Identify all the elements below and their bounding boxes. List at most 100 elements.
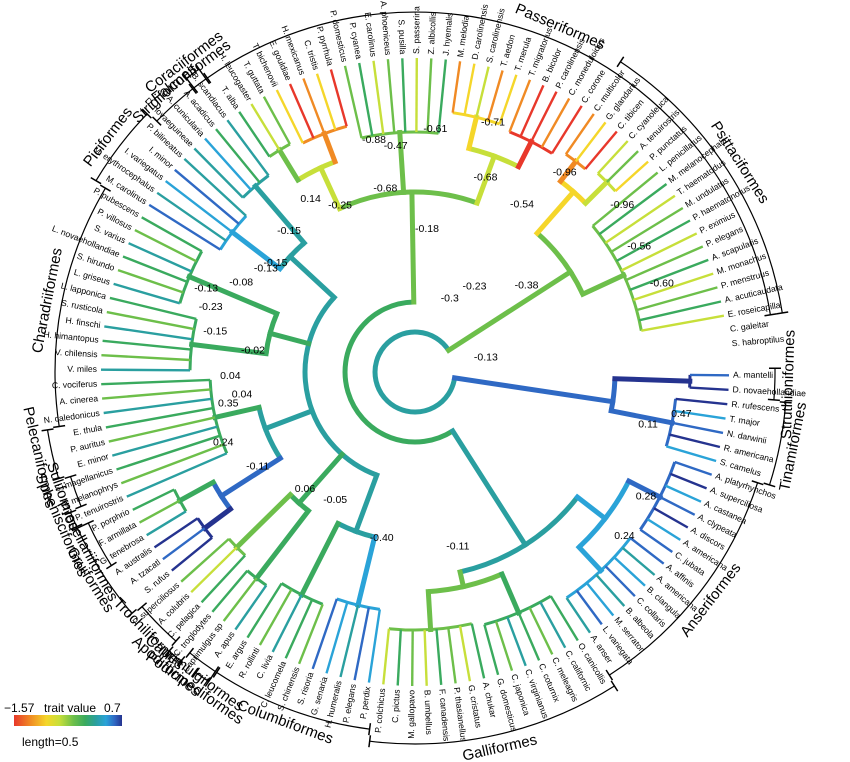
branch (428, 571, 503, 595)
branch (639, 461, 677, 531)
branch (604, 194, 676, 244)
branch (113, 282, 181, 305)
branch (423, 629, 428, 686)
branch (585, 582, 615, 617)
branch (193, 147, 244, 199)
branch (591, 171, 659, 227)
branch (475, 66, 490, 118)
branch (577, 479, 632, 550)
branch (132, 488, 175, 511)
tip-label: P. thasianellus (452, 687, 469, 743)
tip-label: N. darwinii (726, 428, 767, 446)
order-tick (105, 561, 117, 570)
branch (315, 73, 337, 131)
order-tick (189, 82, 199, 94)
tip-label: A. mantelli (733, 370, 773, 380)
branch (604, 565, 636, 598)
node-value: -0.88 (362, 134, 386, 146)
order-tick (751, 480, 764, 486)
tip-label: V. miles (67, 364, 97, 374)
branch (338, 189, 478, 211)
branch (539, 601, 567, 649)
order-bracket (620, 61, 783, 314)
order-tick (191, 667, 201, 678)
branch (498, 74, 518, 125)
node-value: -0.11 (446, 540, 469, 552)
branch (470, 623, 486, 679)
branch (665, 445, 717, 463)
tip-label: S. passerina (411, 6, 421, 54)
node-value: -0.38 (515, 279, 539, 291)
branch (483, 624, 500, 676)
order-bracket (95, 113, 148, 182)
branch (233, 491, 294, 551)
branch (621, 546, 656, 576)
branch (134, 229, 197, 263)
node-value: 0.14 (300, 193, 321, 205)
branch (296, 159, 336, 183)
branch (262, 407, 316, 432)
branch (342, 299, 455, 445)
branch (515, 138, 535, 171)
tip-label: P. cyanea (348, 22, 364, 61)
branch (262, 96, 291, 145)
branch (388, 622, 473, 632)
branch (620, 232, 698, 272)
branch (156, 191, 227, 242)
branch (176, 478, 217, 504)
order-bracket (608, 482, 759, 676)
node-value: -0.3 (441, 293, 459, 305)
branch (459, 495, 580, 575)
branch (437, 59, 447, 134)
order-tick (126, 608, 137, 618)
branch (297, 603, 324, 665)
branch (473, 152, 498, 207)
node-value: -0.11 (246, 461, 269, 473)
branch (550, 105, 583, 155)
branch (451, 61, 462, 113)
order-tick (82, 519, 95, 527)
tip-label: H. finschi (65, 315, 102, 330)
branch (484, 594, 552, 627)
branch (251, 182, 308, 247)
order-tick (99, 184, 111, 192)
branch (103, 397, 212, 415)
tip-label: G. cristatus (466, 684, 483, 729)
node-value: 0.24 (213, 437, 234, 449)
branch (128, 242, 193, 273)
branch (445, 268, 574, 354)
order-tick (142, 109, 152, 119)
branch (595, 573, 626, 607)
branch (610, 206, 684, 253)
node-value: -0.23 (199, 301, 223, 313)
node-value: -0.40 (370, 532, 394, 544)
order-tick (137, 602, 148, 612)
branch (613, 556, 646, 587)
branch (615, 219, 691, 263)
branch (426, 58, 433, 133)
tip-label: A. chukar (481, 681, 499, 719)
branch (116, 434, 221, 471)
branch (382, 628, 391, 685)
branch (211, 481, 233, 511)
branch (584, 130, 618, 170)
node-value: 0.47 (671, 408, 692, 420)
order-tick (610, 680, 619, 692)
branch (343, 65, 363, 139)
branch (629, 258, 709, 292)
branch (625, 477, 664, 501)
order-tick (211, 666, 220, 677)
branch (451, 375, 616, 405)
order-tick (779, 401, 792, 404)
order-tick (188, 83, 197, 95)
branch (200, 554, 246, 604)
branch (267, 330, 312, 347)
legend-max: 0.7 (104, 701, 121, 715)
order-tick (616, 56, 625, 68)
branch (465, 114, 480, 152)
branch (228, 228, 284, 273)
branch (606, 150, 639, 183)
tip-label: E. thula (72, 422, 103, 437)
